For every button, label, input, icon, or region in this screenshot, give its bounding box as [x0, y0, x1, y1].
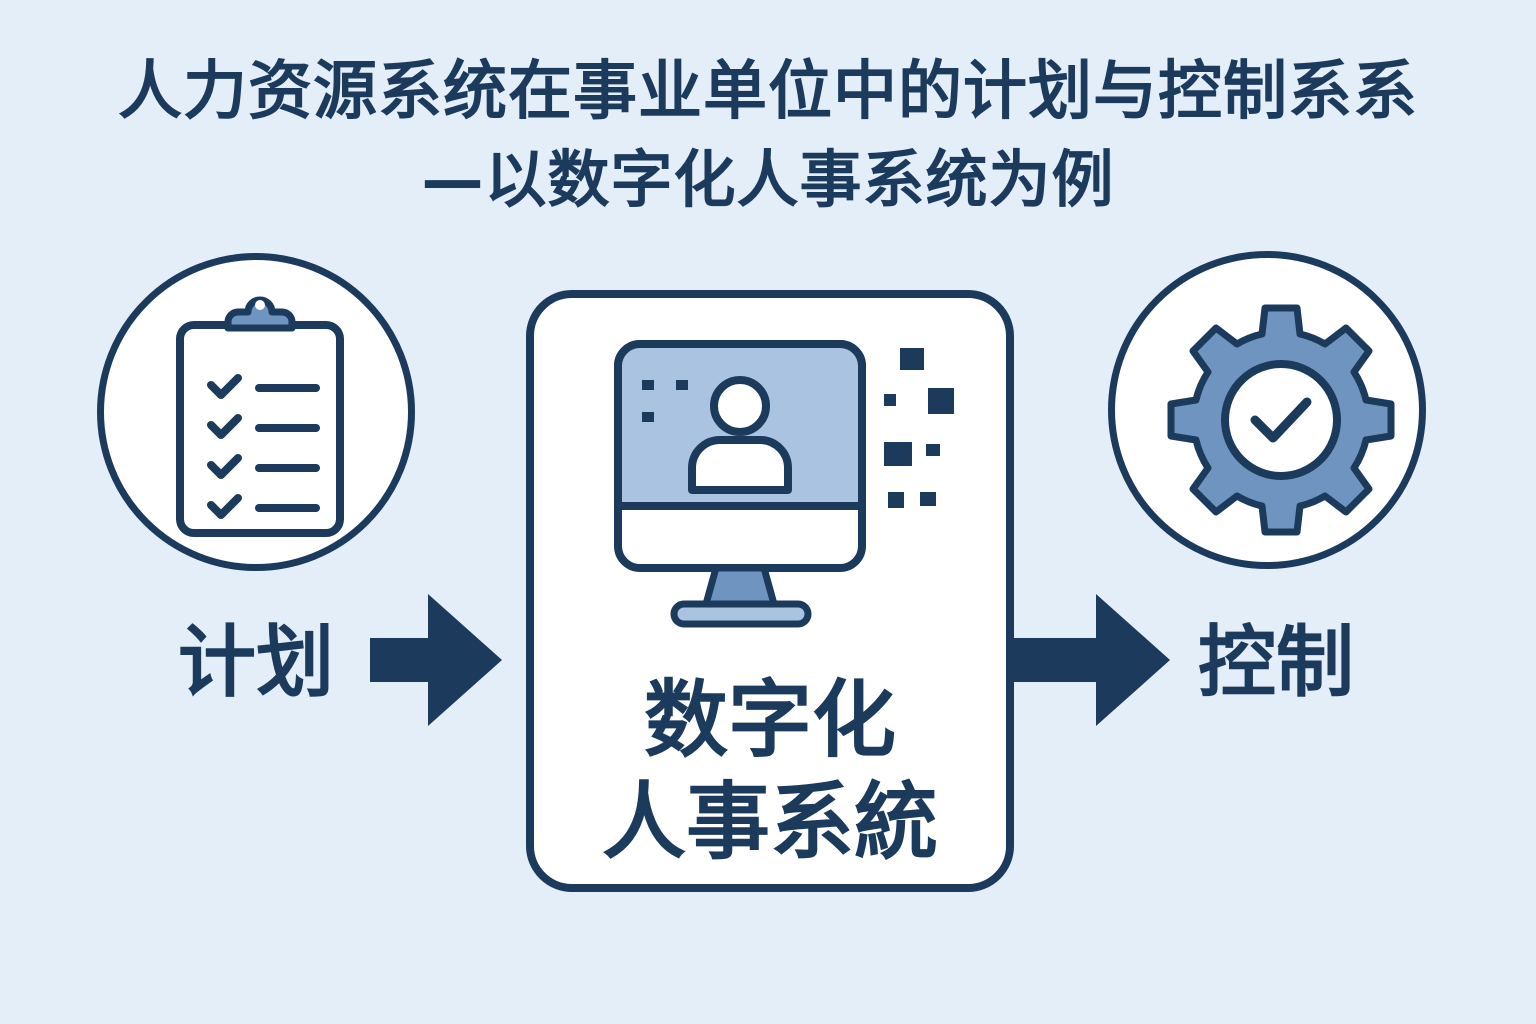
center-label-line1: 数字化: [643, 671, 896, 769]
digital-hr-system-card: 数字化 人事系統: [526, 290, 1014, 892]
plan-label: 计划: [178, 618, 335, 708]
monitor-user-icon: [614, 340, 954, 628]
arrow-right-icon: [370, 594, 502, 726]
plan-circle: [97, 253, 415, 571]
arrow-right-icon: [1012, 594, 1170, 726]
gear-check-icon: [1167, 304, 1395, 536]
diagram-subtitle: —以数字化人事系统为例: [421, 143, 1115, 216]
control-circle: [1108, 251, 1426, 569]
control-label: 控制: [1198, 618, 1355, 708]
diagram-title: 人力资源系统在事业单位中的计划与控制系系: [118, 55, 1418, 129]
clipboard-checklist-icon: [176, 296, 344, 537]
center-label-line2: 人事系統: [601, 773, 938, 871]
